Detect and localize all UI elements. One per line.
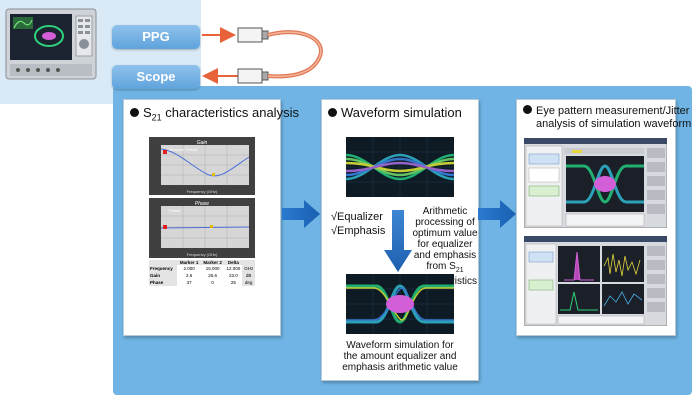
gain-marker-label: Measure Result <box>169 147 198 152</box>
table-cell: Gain <box>150 273 161 278</box>
waveform-simulation-card: Waveform simulation √Equalizer √Emphasis… <box>321 99 479 381</box>
right-arrow-icon <box>478 200 516 228</box>
table-header-row: Marker 1 Marker 2 Delta <box>149 260 255 265</box>
eye-title-line: Eye pattern measurement/Jitter <box>523 105 691 118</box>
gain-chart: Gain Measure Result Frequency (GHz) <box>149 137 255 195</box>
table-header: Delta <box>227 260 239 265</box>
table-cell: 2.000 <box>177 265 201 272</box>
arith-line: for equalizer <box>417 239 473 250</box>
table-cell: 2.6 <box>177 272 201 279</box>
gain-plot <box>160 145 250 185</box>
emphasis-check-label: √Emphasis <box>331 225 386 237</box>
scope-instrument-image <box>5 8 97 80</box>
table-row: Frequency 2.000 15.000 12.000 GHz <box>149 265 255 272</box>
right-arrow-icon <box>282 200 320 228</box>
table-cell: 25 <box>224 279 243 286</box>
eye-measurement-card: Eye pattern measurement/Jitter analysis … <box>516 99 691 336</box>
open-eye-waveform <box>346 274 454 334</box>
table-cell: 15.000 <box>200 265 225 272</box>
bullet-icon <box>130 108 139 117</box>
bullet-icon <box>523 105 532 114</box>
gain-x-axis-label: Frequency (GHz) <box>186 189 218 194</box>
scope-label: Scope <box>112 65 200 89</box>
table-cell: 25.6 <box>200 272 225 279</box>
simulation-card-title: Waveform simulation <box>328 105 462 120</box>
arith-line: from S21 <box>412 261 478 276</box>
closed-eye-waveform <box>346 137 454 197</box>
arith-line: optimum value <box>412 228 478 239</box>
equalizer-check-label: √Equalizer <box>331 211 383 223</box>
marker-table: Marker 1 Marker 2 Delta Frequency 2.000 … <box>149 260 255 286</box>
eye-pattern-screenshot <box>524 138 667 228</box>
s21-analysis-card: S21 characteristics analysis Gain Measur… <box>123 99 299 336</box>
eye-title-text: Eye pattern measurement/Jitter <box>536 105 690 117</box>
phase-plot <box>160 206 250 248</box>
phase-x-axis-label: Frequency (GHz) <box>186 252 218 257</box>
arith-subscript: 21 <box>455 267 464 274</box>
table-row: Phase 37 0 25 deg <box>149 279 255 286</box>
table-cell: GHz <box>244 266 254 271</box>
title-prefix: S <box>143 105 152 120</box>
title-rest: characteristics analysis <box>161 105 299 120</box>
arith-line: Arithmetic <box>422 206 468 217</box>
ppg-label: PPG <box>112 25 200 49</box>
phase-chart-title: Phase <box>194 201 210 207</box>
title-subscript: 21 <box>151 112 162 123</box>
s21-card-title: S21 characteristics analysis <box>130 105 299 123</box>
bullet-icon <box>328 108 337 117</box>
simulation-caption: Waveform simulation for the amount equal… <box>322 340 478 373</box>
simulation-title-text: Waveform simulation <box>341 105 462 120</box>
gain-chart-title: Gain <box>196 140 208 146</box>
table-header: Marker 1 <box>179 260 199 265</box>
table-cell: deg <box>244 280 253 285</box>
caption-line: the amount equalizer and <box>343 351 457 362</box>
jitter-analysis-screenshot <box>524 236 667 326</box>
table-cell: 0 <box>200 279 225 286</box>
table-cell: 23.0 <box>224 272 243 279</box>
arith-line: processing of <box>415 217 475 228</box>
arith-prefix: from S <box>426 261 456 272</box>
table-cell: dB <box>245 273 252 278</box>
caption-line: emphasis arithmetic value <box>342 362 458 373</box>
table-cell: Frequency <box>150 266 173 271</box>
table-cell: Phase <box>150 280 164 285</box>
eye-card-title: Eye pattern measurement/Jitter analysis … <box>523 105 691 131</box>
table-cell: 37 <box>177 279 201 286</box>
arith-line: and emphasis <box>413 250 477 261</box>
caption-line: Waveform simulation for <box>346 340 454 351</box>
phase-chart: Phase Phase Frequency (GHz) <box>149 198 255 258</box>
table-cell: 12.000 <box>224 265 243 272</box>
table-row: Gain 2.6 25.6 23.0 dB <box>149 272 255 279</box>
phase-marker-label: Phase <box>169 208 181 213</box>
table-header: Marker 2 <box>203 260 222 265</box>
eye-title-line: analysis of simulation waveform <box>536 118 692 130</box>
cable-loop <box>202 27 323 84</box>
down-arrow-icon <box>384 210 412 272</box>
